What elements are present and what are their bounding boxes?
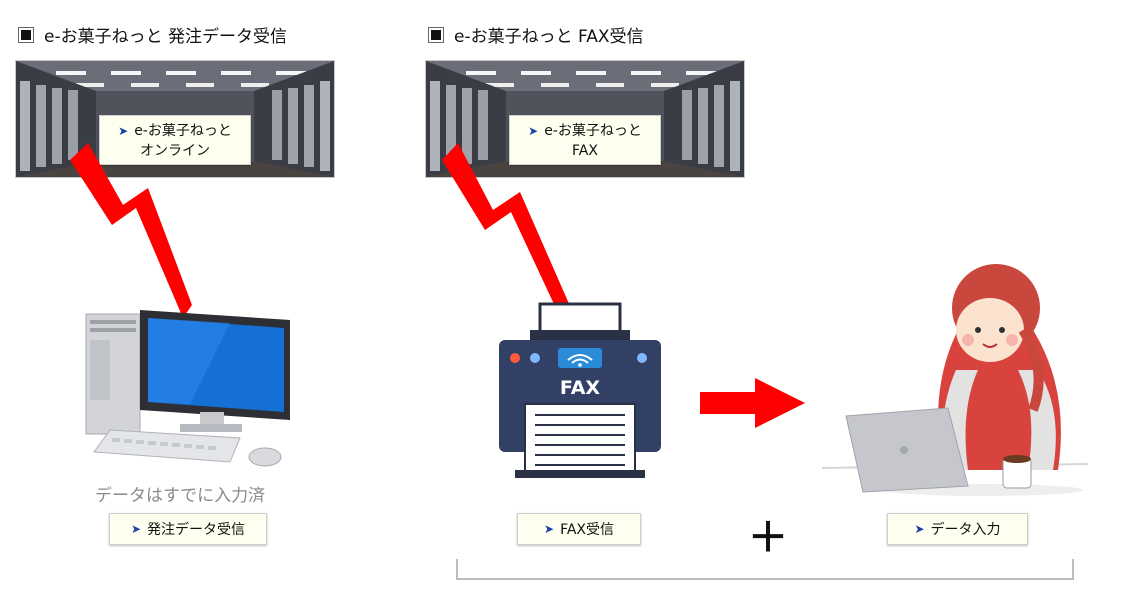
right-arrow-icon bbox=[700, 378, 805, 428]
order-data-receive-button[interactable]: ➤ 発注データ受信 bbox=[109, 513, 267, 545]
pointer-arrow-icon: ➤ bbox=[118, 124, 129, 138]
banner-label-fax[interactable]: ➤ e-お菓子ねっと FAX bbox=[509, 115, 661, 165]
plus-sign: ＋ bbox=[748, 515, 788, 561]
section-title-order-data: e-お菓子ねっと 発注データ受信 bbox=[18, 22, 287, 47]
fax-machine-icon bbox=[499, 302, 661, 478]
grouping-bracket bbox=[456, 559, 1074, 580]
banner-label-line1: e-お菓子ねっと bbox=[544, 123, 642, 139]
button-label: 発注データ受信 bbox=[147, 522, 246, 538]
fax-receive-button[interactable]: ➤ FAX受信 bbox=[517, 513, 641, 545]
pointer-arrow-icon: ➤ bbox=[914, 522, 925, 536]
section-title-text: e-お菓子ねっと FAX受信 bbox=[454, 27, 644, 47]
pointer-arrow-icon: ➤ bbox=[544, 522, 555, 536]
data-entry-button[interactable]: ➤ データ入力 bbox=[887, 513, 1028, 545]
banner-label-online[interactable]: ➤ e-お菓子ねっと オンライン bbox=[99, 115, 251, 165]
lightning-bolt-icon bbox=[70, 143, 192, 318]
woman-with-laptop-icon bbox=[821, 264, 1089, 496]
lightning-bolt-icon bbox=[442, 143, 577, 332]
desktop-computer-icon bbox=[85, 310, 290, 467]
banner-label-line2: オンライン bbox=[140, 143, 210, 159]
fax-label-text: FAX bbox=[559, 377, 601, 399]
square-bullet-icon bbox=[18, 26, 34, 43]
button-label: データ入力 bbox=[930, 522, 1001, 538]
banner-label-line2: FAX bbox=[572, 143, 598, 159]
section-title-fax: e-お菓子ねっと FAX受信 bbox=[428, 22, 644, 47]
pointer-arrow-icon: ➤ bbox=[528, 124, 539, 138]
button-label: FAX受信 bbox=[560, 522, 614, 538]
square-bullet-icon bbox=[428, 26, 444, 43]
pointer-arrow-icon: ➤ bbox=[130, 522, 142, 536]
banner-label-line1: e-お菓子ねっと bbox=[134, 123, 232, 139]
already-entered-caption: データはすでに入力済 bbox=[95, 486, 266, 506]
section-title-text: e-お菓子ねっと 発注データ受信 bbox=[44, 27, 287, 47]
